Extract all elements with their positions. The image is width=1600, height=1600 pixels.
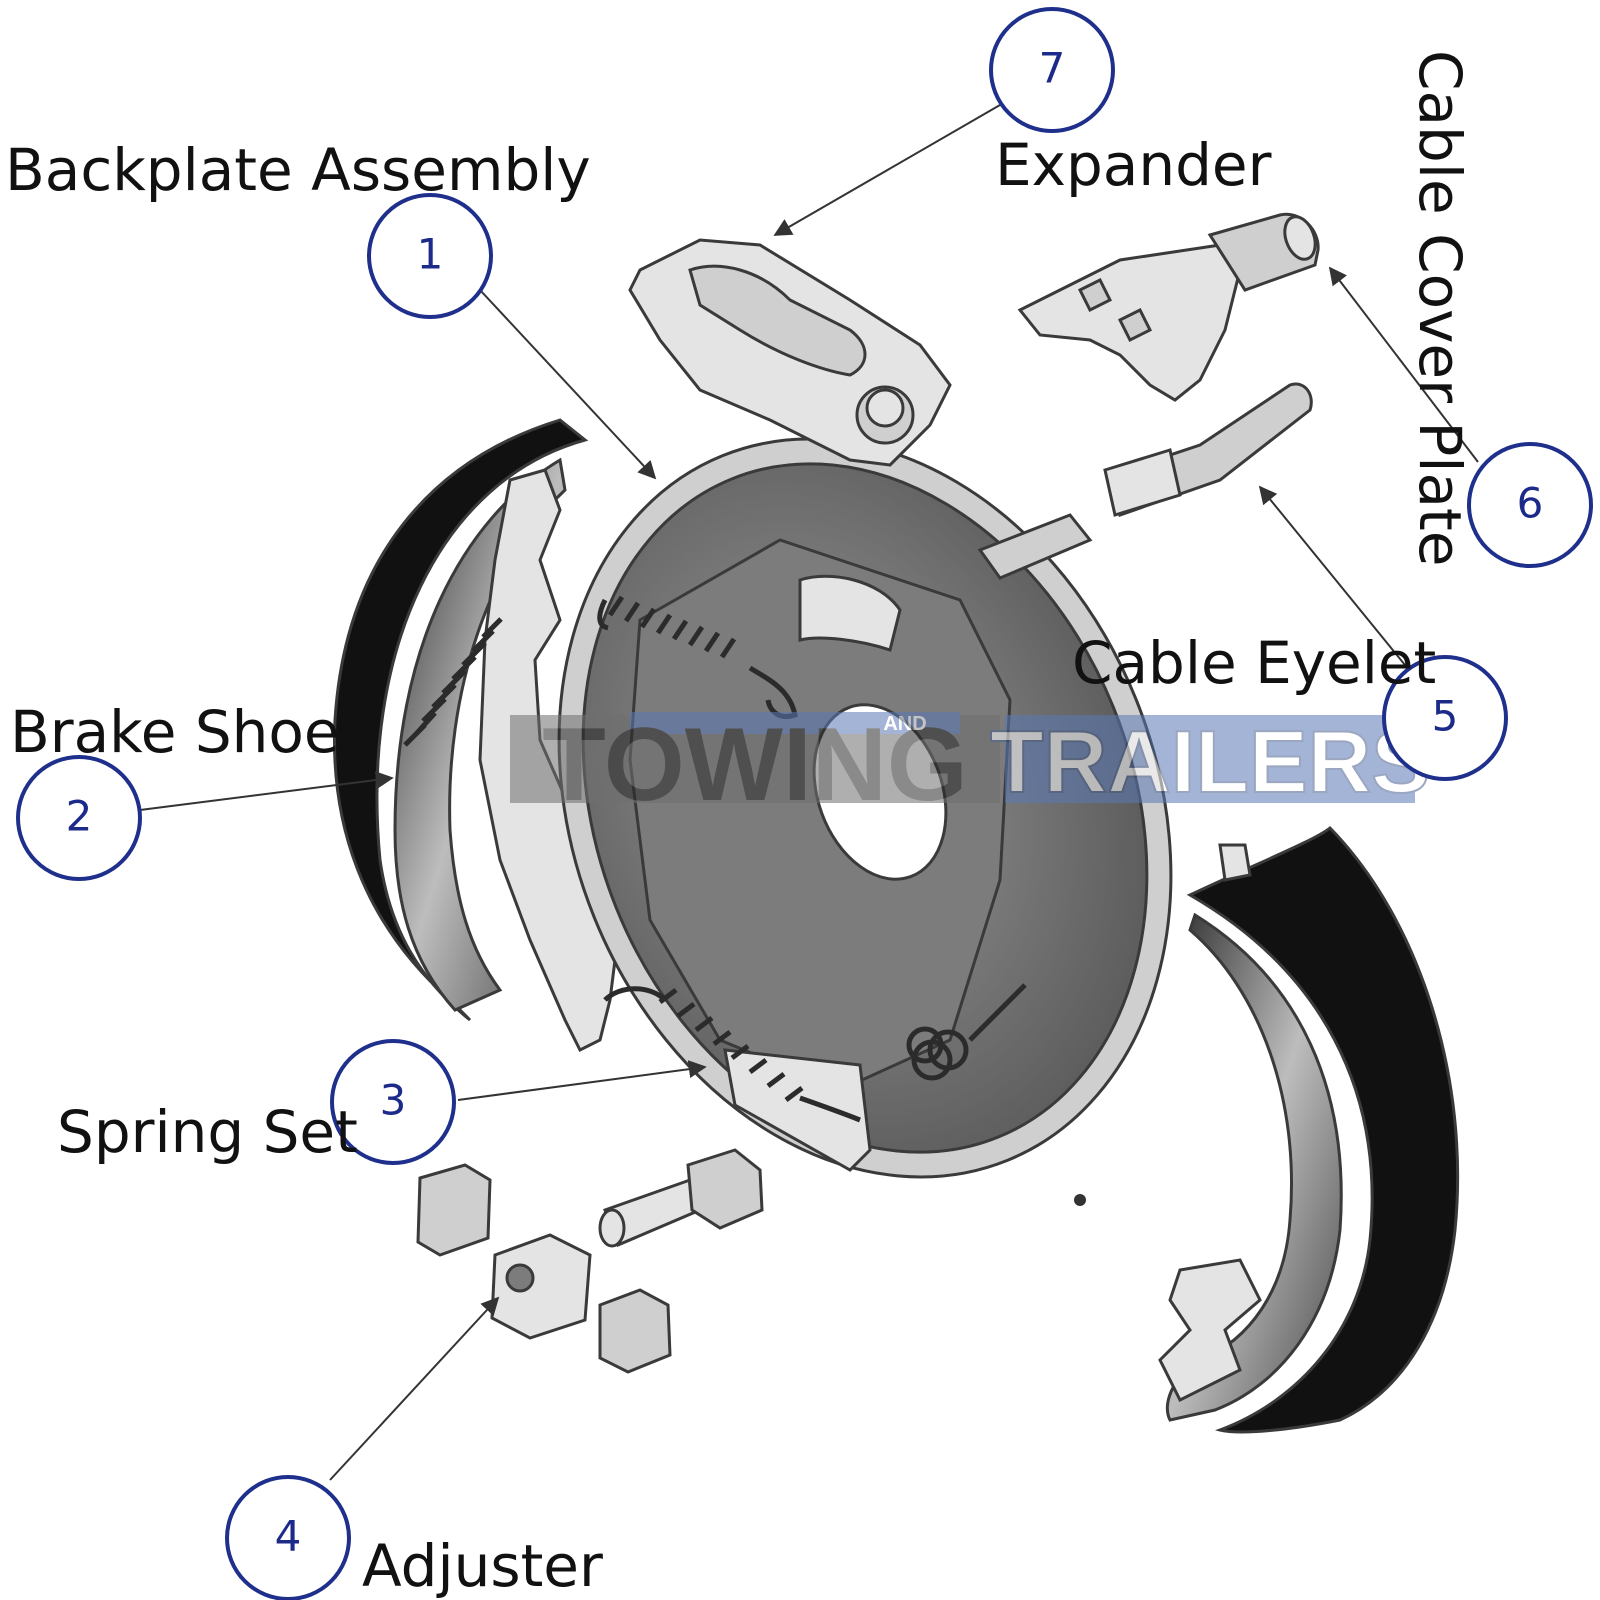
watermark-trailers-text: TRAILERS: [990, 712, 1430, 811]
label-brake-shoe: Brake Shoe: [10, 698, 340, 766]
label-adjuster: Adjuster: [362, 1532, 603, 1600]
backplate: [557, 437, 1173, 1206]
label-spring-set: Spring Set: [57, 1098, 358, 1166]
leader-lines: [139, 104, 1479, 1481]
callout-2: 2: [16, 755, 142, 881]
label-expander: Expander: [995, 131, 1272, 199]
spring-set-illustration: [597, 595, 1027, 1123]
callout-1-number: 1: [417, 230, 444, 279]
callout-2-number: 2: [66, 792, 93, 841]
adjuster-illustration: [416, 1148, 764, 1374]
expander-illustration: [628, 238, 952, 467]
callout-7-number: 7: [1039, 44, 1066, 93]
callout-3-number: 3: [380, 1076, 407, 1125]
callout-4-number: 4: [275, 1512, 302, 1561]
callout-6-number: 6: [1517, 479, 1544, 528]
cable-cover-plate-illustration: [1017, 212, 1320, 402]
cable-eyelet-illustration: [1103, 382, 1313, 517]
label-backplate-assembly: Backplate Assembly: [5, 136, 591, 204]
watermark-towing-text: TOWING: [542, 707, 968, 823]
right-brake-shoe: [1158, 825, 1460, 1434]
watermark-logo: TOWING AND TRAILERS: [510, 707, 1431, 823]
axle-stub: [977, 513, 1093, 580]
callout-4: 4: [225, 1475, 351, 1600]
callout-5-number: 5: [1432, 692, 1459, 741]
callout-5: 5: [1382, 655, 1508, 781]
watermark-and-text: AND: [883, 713, 926, 735]
left-shoe-spring: [403, 617, 503, 747]
label-cable-eyelet: Cable Eyelet: [1072, 629, 1436, 697]
callout-1: 1: [367, 193, 493, 319]
callout-3: 3: [330, 1039, 456, 1165]
callout-6: 6: [1467, 442, 1593, 568]
label-cable-cover-plate: Cable Cover Plate: [1406, 50, 1474, 566]
callout-7: 7: [989, 7, 1115, 133]
